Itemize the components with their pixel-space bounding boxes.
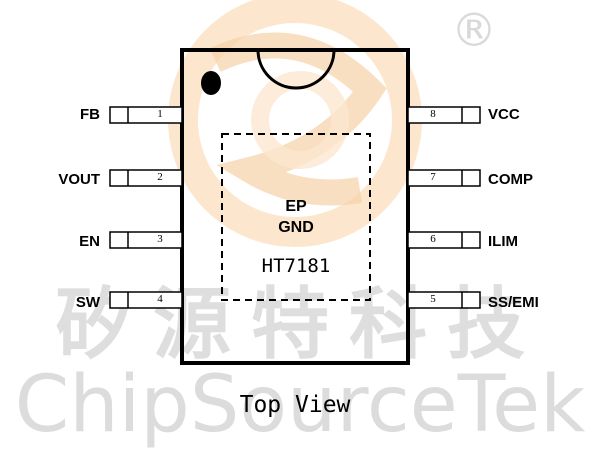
pin-number-2: 2 [157,171,163,183]
left-pin-leads [109,106,183,309]
pin-name-vcc: VCC [488,106,520,123]
pin-name-comp: COMP [488,171,533,188]
pin-number-7: 7 [430,171,436,183]
pin-number-4: 4 [157,293,163,305]
right-pin-leads [407,106,481,309]
pin-name-en: EN [79,233,100,250]
package-body [180,48,410,365]
registered-mark-watermark: ® [451,3,497,57]
english-watermark-text: ChipSourceTek [14,360,586,450]
pin1-marker-dot [201,71,221,95]
exposed-pad-gnd-label: GND [278,219,314,236]
pin-number-8: 8 [430,108,436,120]
pin-name-ilim: ILIM [488,233,518,250]
exposed-pad-label: EP [285,198,307,215]
pin-name-ss-emi: SS/EMI [488,294,539,311]
pin-number-1: 1 [157,108,163,120]
part-number: HT7181 [261,255,331,277]
view-caption: Top View [239,392,351,418]
pin-name-fb: FB [80,106,100,123]
pin-name-vout: VOUT [58,171,100,188]
pin-name-sw: SW [75,294,100,311]
orientation-notch [256,49,336,90]
pin-number-5: 5 [430,293,436,305]
pin-number-6: 6 [430,233,436,245]
pin-number-3: 3 [157,233,163,245]
exposed-pad [221,133,371,301]
